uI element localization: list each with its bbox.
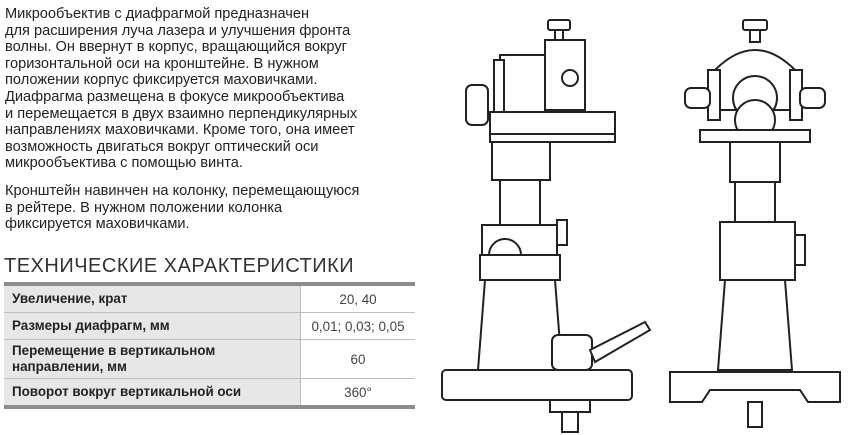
spec-name: Увеличение, крат [4,284,301,313]
text-line: волны. Он ввернут в корпус, вращающийся … [5,39,348,56]
specs-title: ТЕХНИЧЕСКИЕ ХАРАКТЕРИСТИКИ [4,255,355,277]
spec-value: 20, 40 [300,284,415,313]
table-row: Перемещение в вертикальном направлении, … [4,339,415,379]
device-drawings [441,19,841,433]
description-paragraph-1: Микрообъектив с диафрагмой предназначен … [5,6,425,172]
text-line: Диафрагма размещена в фокусе микрообъект… [5,88,345,105]
text-line: возможность двигаться вокруг оптический … [5,138,319,155]
table-row: Поворот вокруг вертикальной оси 360° [4,378,415,407]
text-line: и перемещается в двух взаимно перпендику… [5,105,358,122]
text-line: горизонтальной оси на кронштейне. В нужн… [5,55,319,72]
spec-name: Поворот вокруг вертикальной оси [4,378,301,407]
text-line: микрообъектива с помощью винта. [5,155,243,172]
front-view-drawing [669,19,841,428]
text-line: положении корпус фиксируется маховичками… [5,72,318,89]
text-line: Микрообъектив с диафрагмой предназначен [5,6,310,22]
text-line: для расширения луча лазера и улучшения ф… [5,22,351,39]
spec-value: 60 [300,339,415,379]
description-paragraph-2: Кронштейн навинчен на колонку, перемещаю… [5,183,425,233]
text-line: в рейтере. В нужном положении колонка [5,199,283,216]
text-line: направлениях маховичками. Кроме того, он… [5,122,355,139]
text-line: фиксируется маховичками. [5,216,190,233]
spec-value: 0,01; 0,03; 0,05 [300,312,415,340]
text-line: Кронштейн навинчен на колонку, перемещаю… [5,183,360,199]
spec-name: Размеры диафрагм, мм [4,312,301,340]
side-view-drawing [441,19,652,433]
spec-name: Перемещение в вертикальном направлении, … [4,339,301,379]
spec-value: 360° [344,384,372,400]
